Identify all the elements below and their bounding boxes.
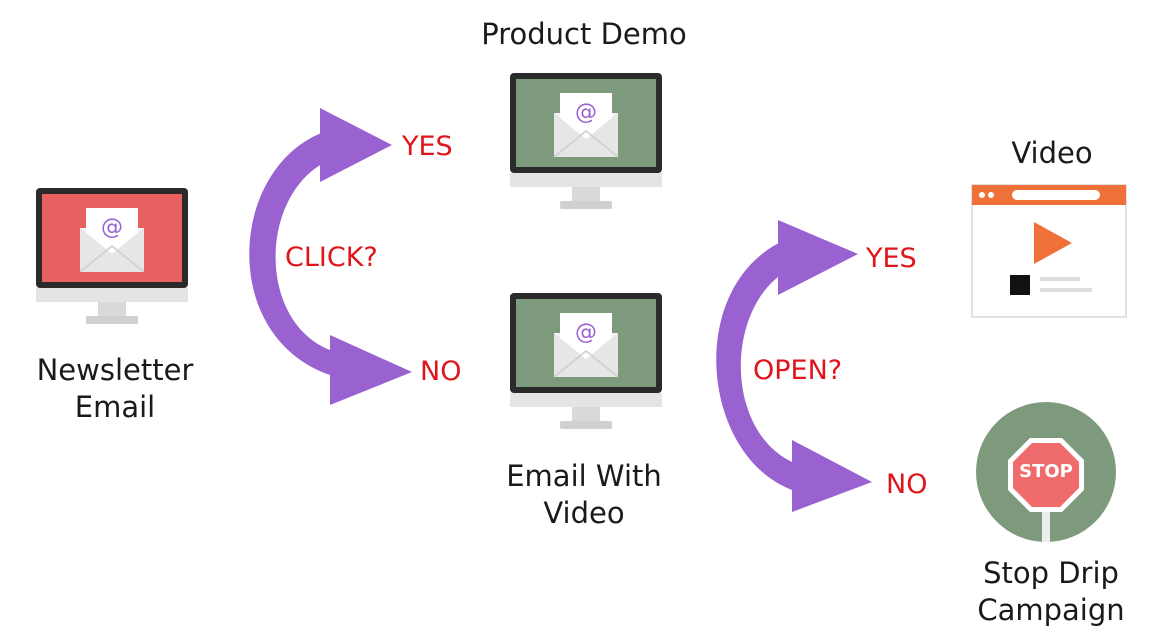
open-yes-label: YES bbox=[866, 243, 917, 274]
open-no-label: NO bbox=[886, 469, 928, 500]
newsletter-title-line2: Email bbox=[74, 390, 156, 424]
svg-text:@: @ bbox=[575, 100, 597, 125]
video-player-icon bbox=[971, 184, 1127, 318]
stop-sign-icon bbox=[976, 402, 1116, 542]
email-video-title-line1: Email With bbox=[506, 459, 662, 493]
product-demo-monitor-icon: @ bbox=[510, 73, 662, 209]
newsletter-title-line1: Newsletter bbox=[36, 353, 194, 387]
open-question: OPEN? bbox=[753, 355, 843, 386]
newsletter-title: Newsletter Email bbox=[0, 352, 230, 426]
product-demo-title: Product Demo bbox=[481, 17, 687, 51]
click-no-label: NO bbox=[420, 356, 462, 387]
stop-campaign-title: Stop Drip Campaign bbox=[946, 555, 1156, 629]
svg-text:@: @ bbox=[101, 215, 123, 240]
open-decision-arrow bbox=[716, 220, 872, 512]
email-video-monitor-icon: @ bbox=[510, 293, 662, 429]
newsletter-monitor-icon: @ bbox=[36, 188, 188, 324]
email-video-title-line2: Video bbox=[543, 496, 625, 530]
click-yes-label: YES bbox=[402, 131, 453, 162]
stop-campaign-title-line2: Campaign bbox=[977, 593, 1125, 627]
stop-sign-text: STOP bbox=[1019, 461, 1073, 482]
stop-campaign-title-line1: Stop Drip bbox=[983, 556, 1119, 590]
email-video-title: Email With Video bbox=[464, 458, 704, 532]
svg-text:@: @ bbox=[575, 320, 597, 345]
click-question: CLICK? bbox=[285, 242, 378, 273]
video-title: Video bbox=[1011, 136, 1093, 170]
click-decision-arrow bbox=[249, 108, 412, 405]
